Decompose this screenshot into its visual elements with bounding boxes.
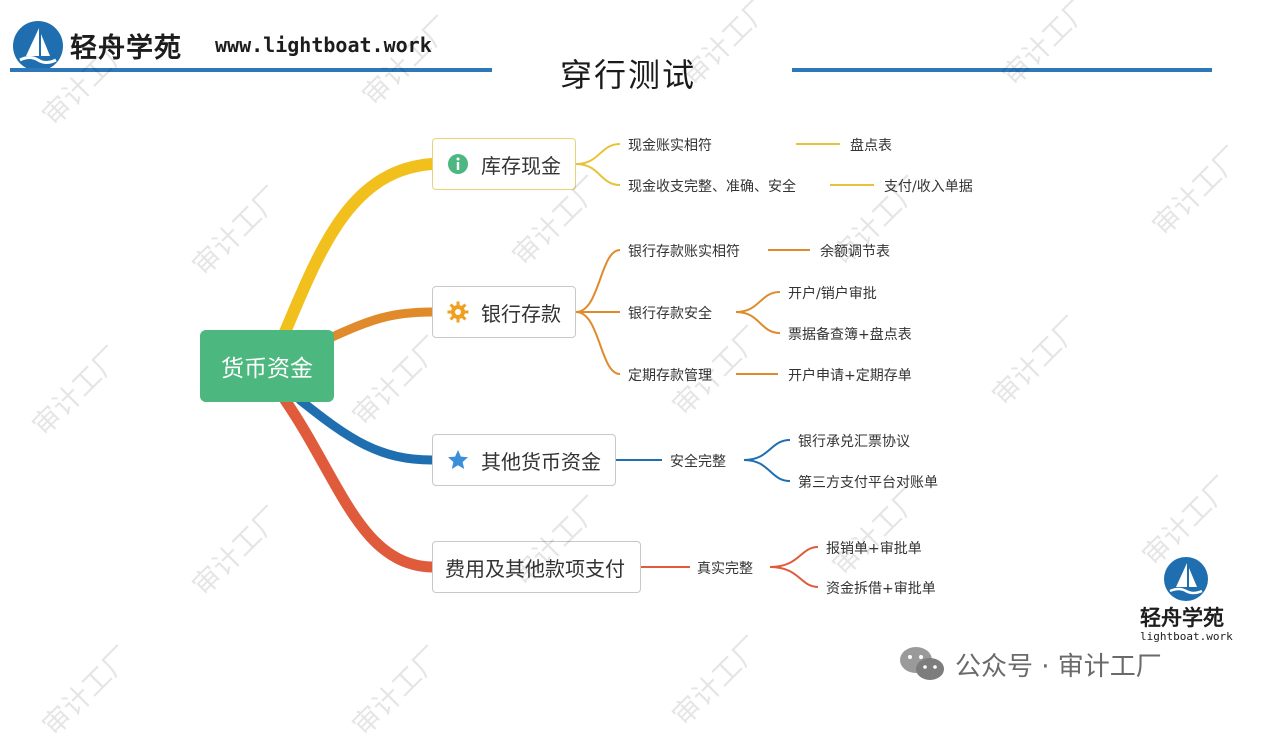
sub-node: 定期存款管理	[628, 368, 712, 384]
branch-label: 费用及其他款项支付	[445, 556, 625, 581]
mindmap-connectors	[279, 143, 874, 588]
branch-node-expense: 费用及其他款项支付	[432, 541, 641, 593]
leaf-node: 报销单+审批单	[826, 541, 922, 557]
leaf-node: 银行承兑汇票协议	[798, 434, 910, 450]
wechat-account-text: 公众号 · 审计工厂	[955, 652, 1162, 682]
page-title: 穿行测试	[560, 56, 697, 94]
branch-connector-bank	[325, 307, 437, 343]
sub-node: 银行存款账实相符	[628, 244, 740, 260]
footer-logo-icon	[1163, 556, 1209, 602]
leaf-node: 开户/销户审批	[788, 286, 877, 302]
branch-label: 其他货币资金	[481, 449, 601, 474]
brand-name: 轻舟学苑	[70, 33, 182, 64]
branch-label: 银行存款	[481, 301, 561, 326]
sub-node: 现金收支完整、准确、安全	[628, 179, 796, 195]
header-line-right	[792, 68, 1212, 72]
root-node: 货币资金	[200, 330, 334, 402]
branch-label: 库存现金	[481, 153, 561, 178]
leaf-node: 第三方支付平台对账单	[798, 475, 938, 491]
branch-node-cash: 库存现金	[432, 138, 576, 190]
leaf-node: 盘点表	[850, 138, 892, 154]
star-icon	[447, 449, 469, 471]
branch-connector-cash	[279, 158, 438, 338]
wechat-icon	[898, 644, 946, 684]
header-line-left	[10, 68, 492, 72]
leaf-node: 余额调节表	[820, 244, 890, 260]
gear-icon	[447, 301, 469, 323]
branch-connector-other	[295, 395, 437, 465]
sub-node: 真实完整	[697, 561, 753, 577]
sub-node: 现金账实相符	[628, 138, 712, 154]
footer-logo-url: lightboat.work	[1140, 630, 1233, 643]
branch-node-other: 其他货币资金	[432, 434, 616, 486]
leaf-node: 资金拆借+审批单	[826, 581, 936, 597]
leaf-node: 开户申请+定期存单	[788, 368, 912, 384]
branch-node-bank: 银行存款	[432, 286, 576, 338]
sub-node: 安全完整	[670, 454, 726, 470]
footer-logo-name: 轻舟学苑	[1140, 606, 1224, 630]
brand-url[interactable]: www.lightboat.work	[215, 33, 432, 57]
info-icon	[447, 153, 469, 175]
leaf-node: 支付/收入单据	[884, 179, 973, 195]
branch-connector-expense	[279, 394, 438, 573]
brand-logo-icon	[12, 20, 64, 72]
leaf-node: 票据备查簿+盘点表	[788, 327, 912, 343]
sub-node: 银行存款安全	[628, 306, 712, 322]
